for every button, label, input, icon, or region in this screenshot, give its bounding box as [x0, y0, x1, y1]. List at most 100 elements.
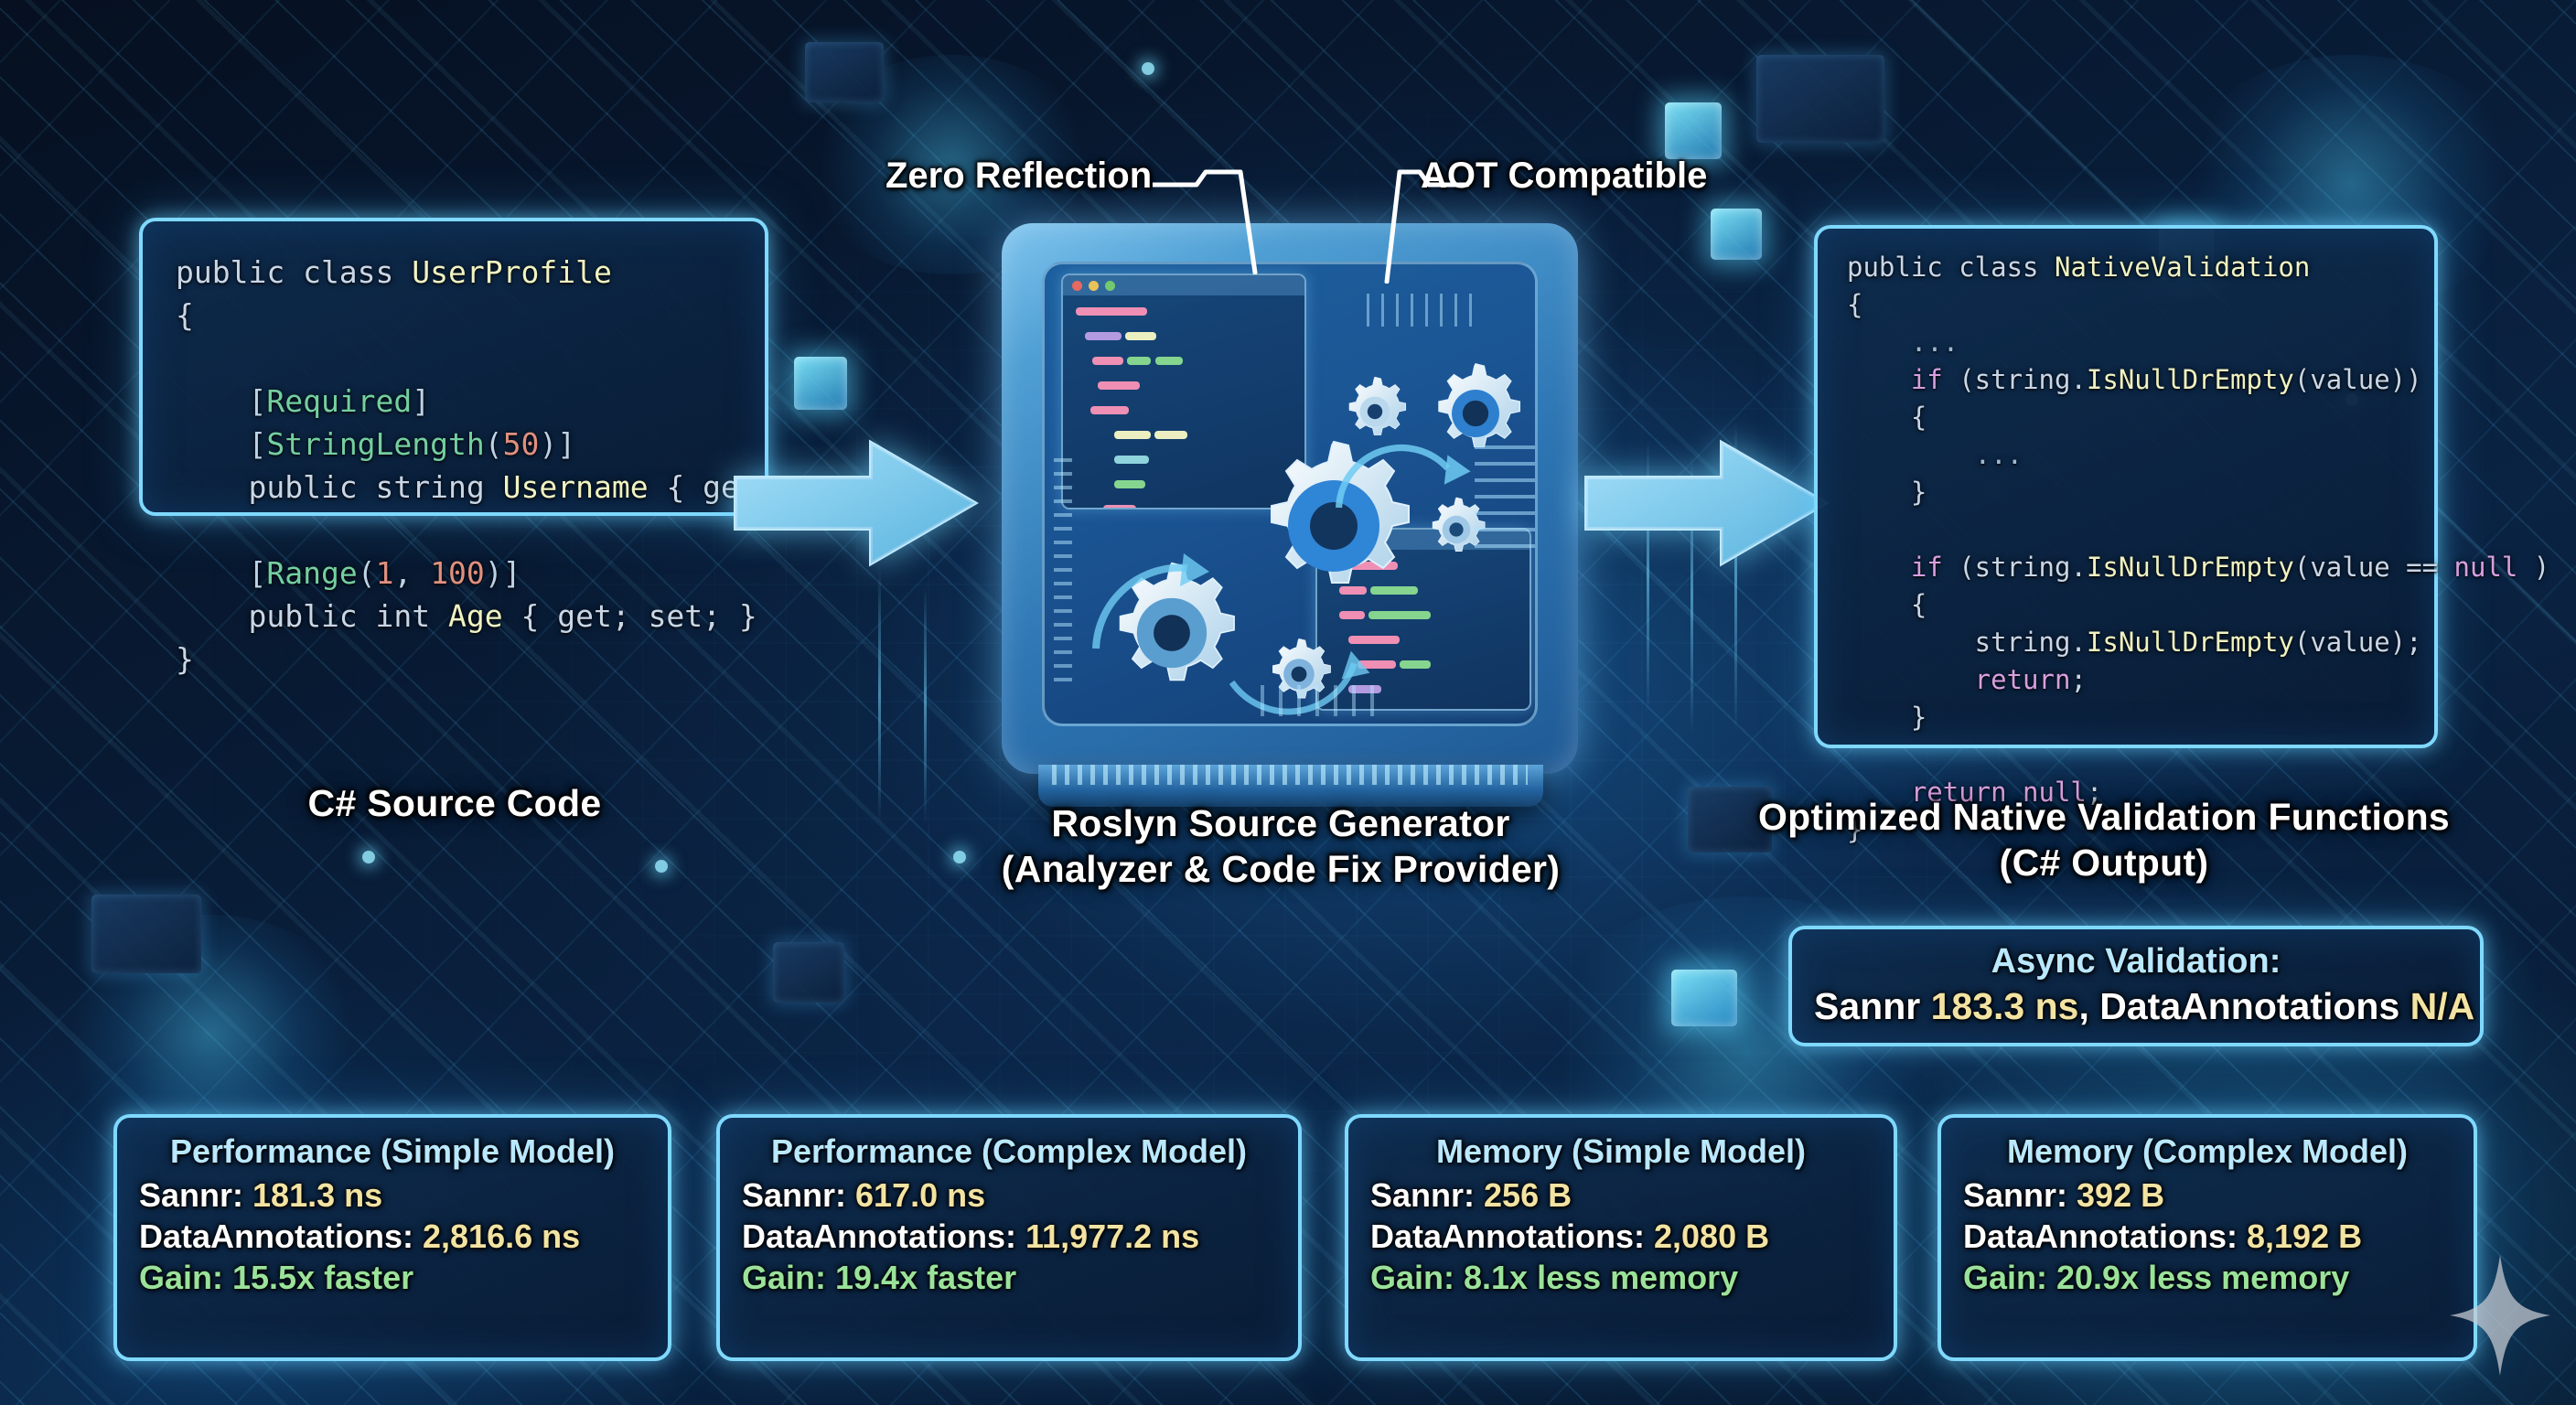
- code-line-mock: [1063, 328, 1304, 345]
- stat-row-value: 11,977.2 ns: [1025, 1217, 1200, 1255]
- code-token: ]: [412, 383, 431, 419]
- code-token: Age: [448, 598, 503, 634]
- stat-row-label: DataAnnotations:: [139, 1217, 413, 1255]
- code-token: }: [1847, 814, 1863, 845]
- code-token: {: [176, 297, 194, 333]
- code-token: ;: [2070, 664, 2087, 695]
- code-token: (value)): [2293, 364, 2422, 395]
- stat-row-value: 2,080 B: [1654, 1217, 1770, 1255]
- code-line: {: [1847, 286, 2549, 324]
- async-validation-card: Async Validation: Sannr 183.3 ns, DataAn…: [1788, 926, 2484, 1046]
- code-line: public int Age { get; set; }: [176, 595, 903, 638]
- circuit-node: [655, 860, 668, 873]
- stat-row-value: 392 B: [2077, 1176, 2165, 1214]
- center-caption: Roslyn Source Generator (Analyzer & Code…: [933, 800, 1628, 892]
- stat-card-gain: Gain: 8.1x less memory: [1370, 1259, 1739, 1296]
- code-token: Username: [502, 469, 649, 505]
- code-token: NativeValidation: [2054, 252, 2311, 283]
- code-line-mock: [1063, 427, 1304, 444]
- async-baseline-value: N/A: [2410, 985, 2475, 1027]
- stat-row-value: 617.0 ns: [855, 1176, 986, 1214]
- center-caption-line1: Roslyn Source Generator: [1051, 802, 1510, 844]
- code-token: public int: [176, 598, 449, 634]
- code-token: (value ==: [2293, 552, 2454, 583]
- stat-card-row: DataAnnotations: 8,192 B: [1963, 1216, 2452, 1257]
- code-token: ...: [1847, 327, 1959, 358]
- code-token: }: [176, 641, 194, 677]
- async-metric-value: 183.3 ns: [1930, 985, 2079, 1027]
- device-screen: [1042, 262, 1538, 726]
- code-token: IsNullDrEmpty: [2086, 364, 2294, 395]
- code-line-mock: [1317, 657, 1530, 673]
- chip-icon: [773, 942, 844, 1003]
- code-line: {: [1847, 399, 2549, 436]
- code-line: [1847, 511, 2549, 549]
- rotation-arrow-icon: [1092, 553, 1209, 649]
- code-token: }: [1847, 702, 1927, 733]
- stat-card-title: Memory (Simple Model): [1435, 1132, 1807, 1170]
- code-line-mock: [1063, 304, 1304, 320]
- code-line: ...: [1847, 324, 2549, 361]
- stat-card: Performance (Simple Model) Sannr: 181.3 …: [113, 1114, 671, 1361]
- code-token: (string.: [1942, 552, 2087, 583]
- center-caption-line2: (Analyzer & Code Fix Provider): [1001, 848, 1561, 890]
- code-line: if (string.IsNullDrEmpty(value == null ): [1847, 549, 2549, 586]
- code-token: (value);: [2293, 627, 2422, 658]
- code-token: null: [2453, 552, 2518, 583]
- code-token: )]: [539, 426, 576, 462]
- hud-bars: [1054, 453, 1072, 681]
- stat-card-row: DataAnnotations: 11,977.2 ns: [742, 1216, 1276, 1257]
- output-caption: Optimized Native Validation Functions (C…: [1720, 794, 2488, 885]
- stat-card-gain: Gain: 19.4x faster: [742, 1259, 1017, 1296]
- code-line-mock: [1063, 353, 1304, 370]
- stat-row-label: Sannr:: [1370, 1176, 1476, 1214]
- async-separator: ,: [2078, 985, 2089, 1027]
- stat-card: Memory (Simple Model) Sannr: 256 B DataA…: [1345, 1114, 1897, 1361]
- code-token: public class: [1847, 252, 2055, 283]
- callout-zero-reflection: Zero Reflection: [886, 156, 1153, 196]
- rotation-arrow-icon: [1229, 650, 1370, 715]
- code-line-mock: [1317, 632, 1530, 649]
- code-window-mock-top: [1061, 273, 1306, 509]
- code-token: if: [1847, 364, 1943, 395]
- code-token: [: [176, 426, 267, 462]
- stat-row-label: Sannr:: [1963, 1176, 2068, 1214]
- code-token: 50: [502, 426, 540, 462]
- stat-card-gain: Gain: 15.5x faster: [139, 1259, 414, 1296]
- source-code-panel: public class UserProfile{ [Required] [St…: [139, 218, 903, 677]
- code-token: IsNullDrEmpty: [2086, 552, 2294, 583]
- code-token: public class: [176, 254, 413, 290]
- stat-card-gain: Gain: 20.9x less memory: [1963, 1259, 2350, 1296]
- async-metric-label: Sannr: [1814, 985, 1921, 1027]
- gear-icon-bottom-left: [1119, 562, 1235, 681]
- code-token: Required: [266, 383, 413, 419]
- sparkle-star-icon: [2450, 1255, 2550, 1376]
- code-line: [1847, 736, 2549, 774]
- stat-row-label: Sannr:: [742, 1176, 847, 1214]
- stat-row-label: DataAnnotations:: [742, 1217, 1016, 1255]
- code-line: ...: [1847, 436, 2549, 474]
- code-token: (string.: [1942, 364, 2087, 395]
- hud-bars: [1261, 685, 1379, 716]
- chip-icon: [1756, 55, 1884, 143]
- code-token: ...: [1847, 439, 2023, 470]
- code-line: [StringLength(50)]: [176, 423, 903, 466]
- code-token: IsNullDrEmpty: [2086, 627, 2294, 658]
- stat-row-value: 8,192 B: [2247, 1217, 2363, 1255]
- code-line-mock: [1317, 681, 1530, 698]
- code-token: string.: [1847, 627, 2087, 658]
- gear-icon-bottom-center: [1272, 638, 1331, 699]
- stat-row-value: 181.3 ns: [252, 1176, 383, 1214]
- chip-icon: [1671, 970, 1737, 1026]
- output-code-panel: public class NativeValidation{ ... if (s…: [1814, 225, 2549, 845]
- code-token: return: [1847, 664, 2071, 695]
- source-code-caption: C# Source Code: [307, 782, 602, 824]
- code-line-mock: [1317, 558, 1530, 574]
- stat-card: Memory (Complex Model) Sannr: 392 B Data…: [1937, 1114, 2477, 1361]
- circuit-node: [362, 851, 375, 863]
- stat-card-row: Sannr: 392 B: [1963, 1174, 2452, 1216]
- stat-card: Performance (Complex Model) Sannr: 617.0…: [716, 1114, 1302, 1361]
- code-line-mock: [1063, 477, 1304, 493]
- code-token: (: [484, 426, 503, 462]
